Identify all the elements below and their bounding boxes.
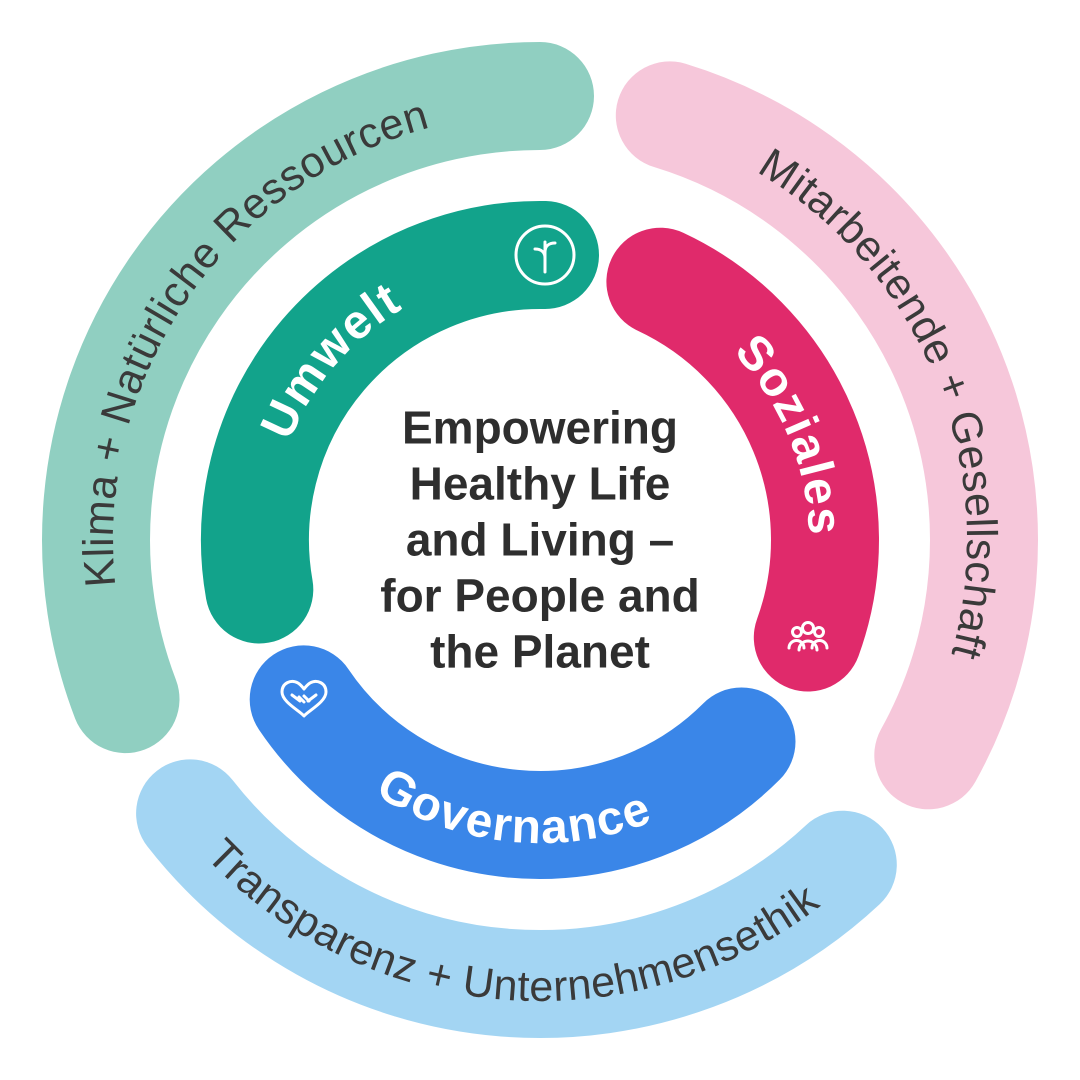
outer-segment-mitarbeitende	[615, 61, 1038, 810]
inner-segment-umwelt	[201, 200, 599, 644]
outer-segment-transparenz	[136, 759, 897, 1039]
center-line: and Living –	[405, 513, 675, 566]
center-line: Empowering	[401, 401, 679, 454]
tree-icon	[514, 224, 576, 286]
center-line: Healthy Life	[409, 457, 671, 510]
center-line: for People and	[380, 570, 700, 623]
inner-segment-governance	[249, 645, 796, 879]
people-icon	[787, 621, 829, 652]
outer-segment-klima	[42, 42, 594, 754]
handshake-heart-icon	[280, 679, 328, 718]
center-line: the Planet	[430, 626, 650, 679]
center-message: Empowering Healthy Life and Living – for…	[325, 400, 755, 681]
inner-segment-soziales	[606, 227, 879, 692]
